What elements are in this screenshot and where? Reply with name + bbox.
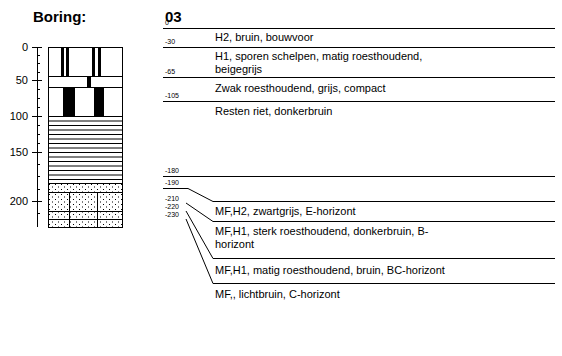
- layer-description: MF,H1, sterk roesthoudend, donkerbruin, …: [215, 225, 447, 251]
- depth-value: -30: [165, 38, 175, 46]
- depth-value: -180: [165, 167, 179, 175]
- depth-value: -190: [165, 179, 179, 187]
- depth-value: -65: [165, 68, 175, 76]
- depth-axis: [32, 47, 42, 227]
- boring-title: Boring:: [33, 8, 86, 26]
- layer-description: H1, sporen schelpen, matig roesthoudend,…: [215, 50, 447, 76]
- layer-description: MF,, lichtbruin, C-horizont: [215, 288, 340, 301]
- axis-value: 0: [2, 41, 28, 54]
- layer-description: MF,H1, matig roesthoudend, bruin, BC-hor…: [215, 264, 445, 277]
- layer-description: Resten riet, donkerbruin: [215, 105, 332, 118]
- depth-value: -230: [165, 211, 179, 219]
- depth-value: 0: [165, 19, 169, 27]
- depth-value: -210: [165, 195, 179, 203]
- layer-description: MF,H2, zwartgrijs, E-horizont: [215, 205, 356, 218]
- depth-value: -105: [165, 92, 179, 100]
- layer-lines: [163, 29, 555, 284]
- depth-value: -220: [165, 203, 179, 211]
- axis-value: 200: [2, 195, 28, 208]
- layer-description: Zwak roesthoudend, grijs, compact: [215, 82, 386, 95]
- axis-value: 50: [2, 74, 28, 87]
- axis-value: 100: [2, 110, 28, 123]
- layer-description: H2, bruin, bouwvoor: [215, 31, 313, 44]
- axis-value: 150: [2, 146, 28, 159]
- soil-column: [48, 47, 123, 228]
